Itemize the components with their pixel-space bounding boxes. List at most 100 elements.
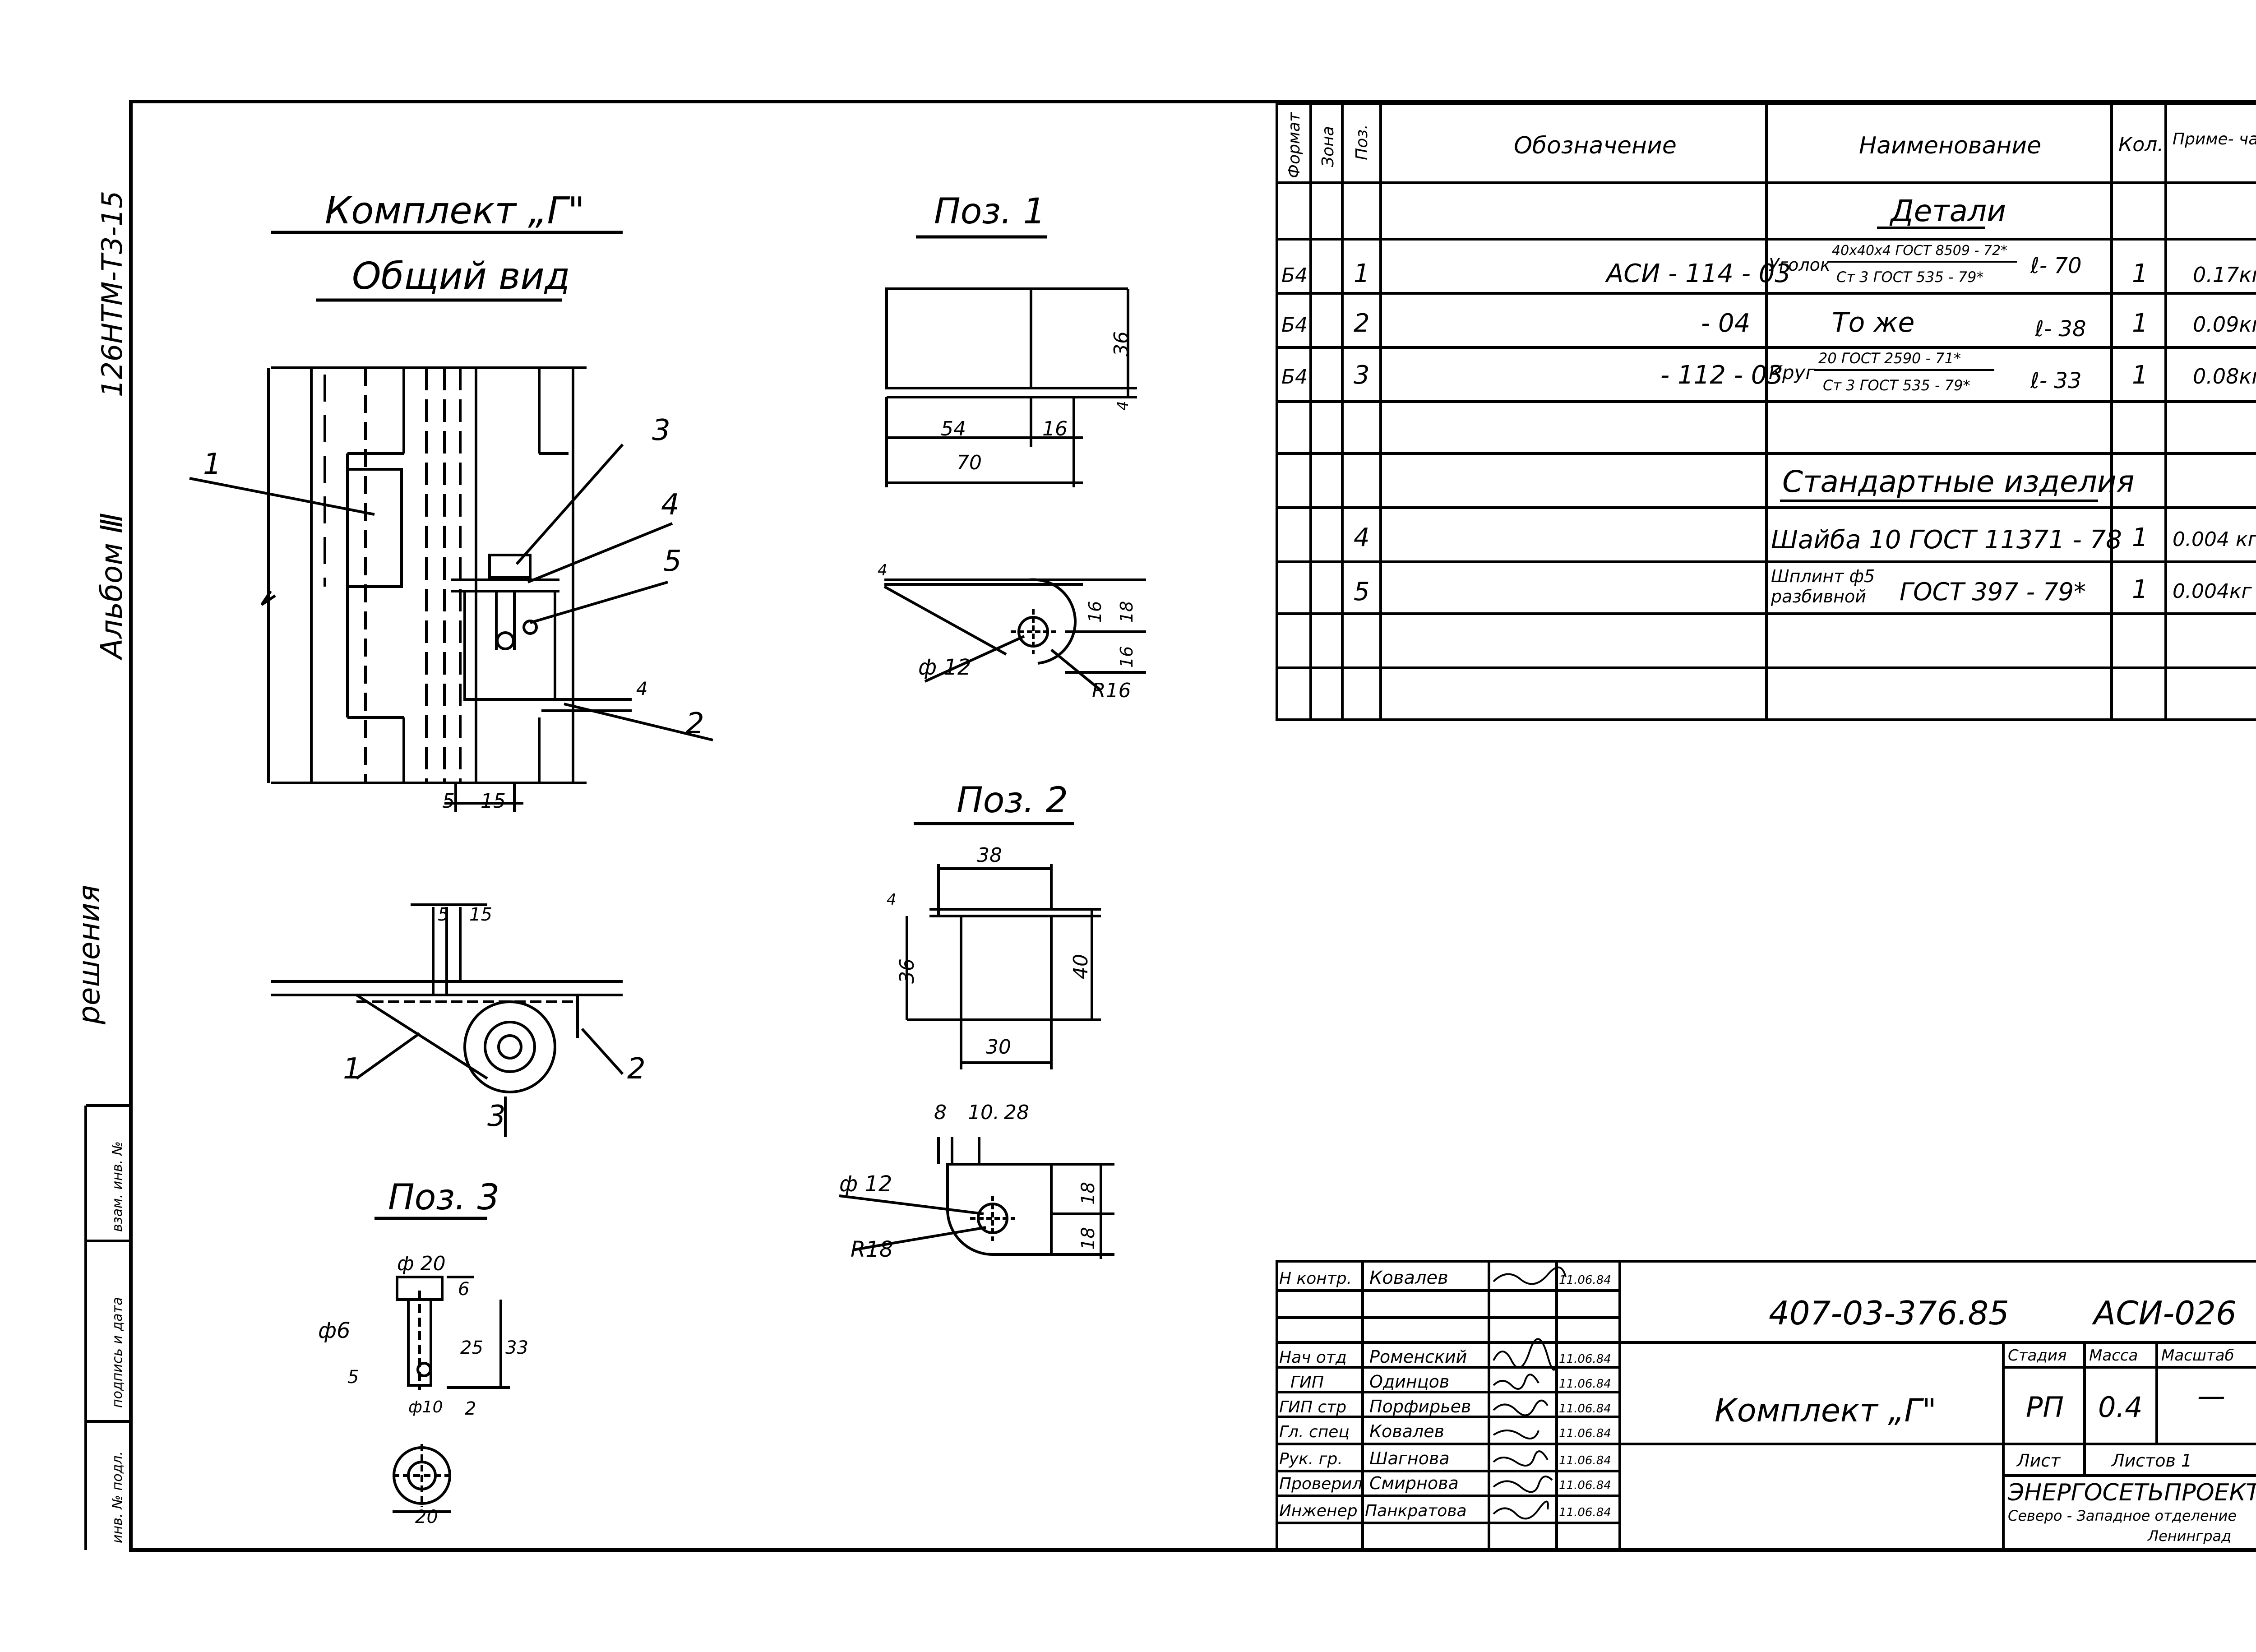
section-callout-3: 3 <box>487 1100 506 1133</box>
row3-name-top: 20 ГОСТ 2590 - 71* <box>1818 350 1961 367</box>
pos3-d6: 6 <box>458 1279 469 1300</box>
pos2-d18a: 18 <box>1078 1182 1099 1205</box>
sig-role-1: Н контр. <box>1279 1269 1352 1288</box>
pos2-d36: 36 <box>896 958 919 984</box>
sig-role-9: Инженер <box>1279 1502 1358 1520</box>
scale-label: Масштаб <box>2161 1347 2234 1365</box>
scale-value: — <box>2197 1379 2225 1412</box>
section-parts: Детали <box>1889 194 2006 228</box>
album-code: 126НТМ-Т3-15 <box>96 191 129 397</box>
sheet-frame <box>129 100 2256 1552</box>
row3-length: ℓ- 33 <box>2030 368 2081 393</box>
section-standard: Стандартные изделия <box>1782 464 2134 499</box>
pos1-d18: 18 <box>1117 601 1137 623</box>
row5-qty: 1 <box>2132 575 2148 604</box>
sig-name-7: Шагнова <box>1369 1448 1450 1468</box>
sig-role-6: Гл. спец <box>1279 1423 1350 1441</box>
section-view-drawing <box>271 903 624 1137</box>
pos3-phi10: ф10 <box>408 1398 443 1416</box>
pos3-d20: 20 <box>415 1507 438 1527</box>
dim-5: 5 <box>442 790 455 813</box>
row3-format: Б4 <box>1281 366 1308 389</box>
row1-designation: АСИ - 114 - 03 <box>1605 259 1791 288</box>
drawing-title: Комплект „Г" <box>1715 1392 1937 1429</box>
title-block-grid <box>1276 1260 2256 1551</box>
section-callout-2: 2 <box>627 1052 646 1086</box>
spec-table-grid <box>1276 102 2256 721</box>
row5-pos: 5 <box>1354 577 1370 606</box>
callout-2: 2 <box>686 707 704 740</box>
general-view-drawing <box>189 366 713 812</box>
row1-name-prefix: Уголок <box>1769 255 1831 275</box>
mass-value: 0.4 <box>2098 1391 2143 1424</box>
pos1-d16v: 16 <box>1085 601 1105 623</box>
sig-name-8: Смирнова <box>1369 1473 1459 1493</box>
sig-date-3: 11.06.84 <box>1559 1352 1611 1366</box>
general-view-title: Общий вид <box>352 255 570 298</box>
sig-date-4: 11.06.84 <box>1559 1377 1611 1391</box>
row3-name-prefix: Круг <box>1769 361 1816 384</box>
pos2-d4: 4 <box>887 891 897 909</box>
sig-name-4: Одинцов <box>1369 1372 1449 1392</box>
row5-standard: ГОСТ 397 - 79* <box>1900 578 2086 606</box>
header-note: Приме- чание <box>2173 130 2256 148</box>
header-pos: Поз. <box>1353 124 1371 160</box>
pos3-phi6: ф6 <box>318 1318 351 1343</box>
callout-1: 1 <box>203 448 222 481</box>
sig-name-9: Панкратова <box>1365 1502 1467 1520</box>
sheet-label: Лист <box>2016 1451 2061 1471</box>
solutions-label: решения <box>72 885 106 1025</box>
pos2-d30: 30 <box>986 1036 1011 1059</box>
pos2-r18: R18 <box>851 1237 893 1262</box>
stage-value: РП <box>2026 1391 2064 1424</box>
row5-name-bottom: разбивной <box>1771 587 1866 606</box>
sig-name-3: Роменский <box>1369 1347 1467 1367</box>
header-name: Наименование <box>1859 132 2041 159</box>
pos3-d25: 25 <box>460 1337 483 1358</box>
sig-role-7: Рук. гр. <box>1279 1450 1343 1468</box>
pos2-d38: 38 <box>977 844 1002 867</box>
row4-pos: 4 <box>1354 523 1370 552</box>
pos2-title: Поз. 2 <box>957 780 1068 821</box>
sig-role-8: Проверил <box>1279 1475 1363 1493</box>
stamp-sign-date: подпись и дата <box>110 1297 125 1408</box>
signature-scribbles <box>1493 1266 1567 1520</box>
pos1-d4b: 4 <box>878 561 888 579</box>
section-callout-1: 1 <box>343 1052 361 1086</box>
row2-designation: - 04 <box>1701 309 1750 338</box>
pos2-d40: 40 <box>1069 954 1092 979</box>
sig-role-4: ГИП <box>1290 1373 1324 1392</box>
row1-note: 0.17кг <box>2193 263 2256 287</box>
pos3-d5: 5 <box>347 1367 359 1388</box>
row1-format: Б4 <box>1281 264 1308 287</box>
album-label: Альбом Ⅲ <box>94 513 129 661</box>
row1-name-top: 40х40х4 ГОСТ 8509 - 72* <box>1832 243 2007 259</box>
sig-date-6: 11.06.84 <box>1559 1427 1611 1440</box>
section-dim-15: 15 <box>469 904 492 925</box>
pos2-drawing <box>839 864 1114 1259</box>
row3-note: 0.08кг <box>2193 364 2256 389</box>
section-dim-5: 5 <box>438 904 449 925</box>
callout-5: 5 <box>663 545 682 578</box>
row4-note: 0.004 кг <box>2173 528 2256 551</box>
sig-date-9: 11.06.84 <box>1559 1506 1611 1519</box>
doc-number: 407-03-376.85 <box>1769 1294 2009 1332</box>
pos3-d2: 2 <box>465 1398 476 1419</box>
row4-qty: 1 <box>2132 523 2148 552</box>
sig-name-6: Ковалев <box>1369 1421 1444 1441</box>
row2-qty: 1 <box>2132 309 2148 338</box>
header-designation: Обозначение <box>1514 132 1677 159</box>
pos2-phi12: ф 12 <box>839 1171 892 1197</box>
callout-4: 4 <box>661 488 680 522</box>
row3-designation: - 112 - 03 <box>1660 361 1783 390</box>
sig-date-8: 11.06.84 <box>1559 1479 1611 1492</box>
doc-code: АСИ-026 <box>2092 1294 2237 1332</box>
stamp-inv-orig: инв. № подл. <box>110 1451 125 1543</box>
pos1-d16b: 16 <box>1117 646 1137 668</box>
row1-pos: 1 <box>1354 259 1370 288</box>
row4-name: Шайба 10 ГОСТ 11371 - 78 <box>1771 525 2122 555</box>
set-title: Комплект „Г" <box>325 190 585 232</box>
sig-name-1: Ковалев <box>1369 1268 1448 1288</box>
pos2-d10: 10. <box>968 1101 999 1124</box>
